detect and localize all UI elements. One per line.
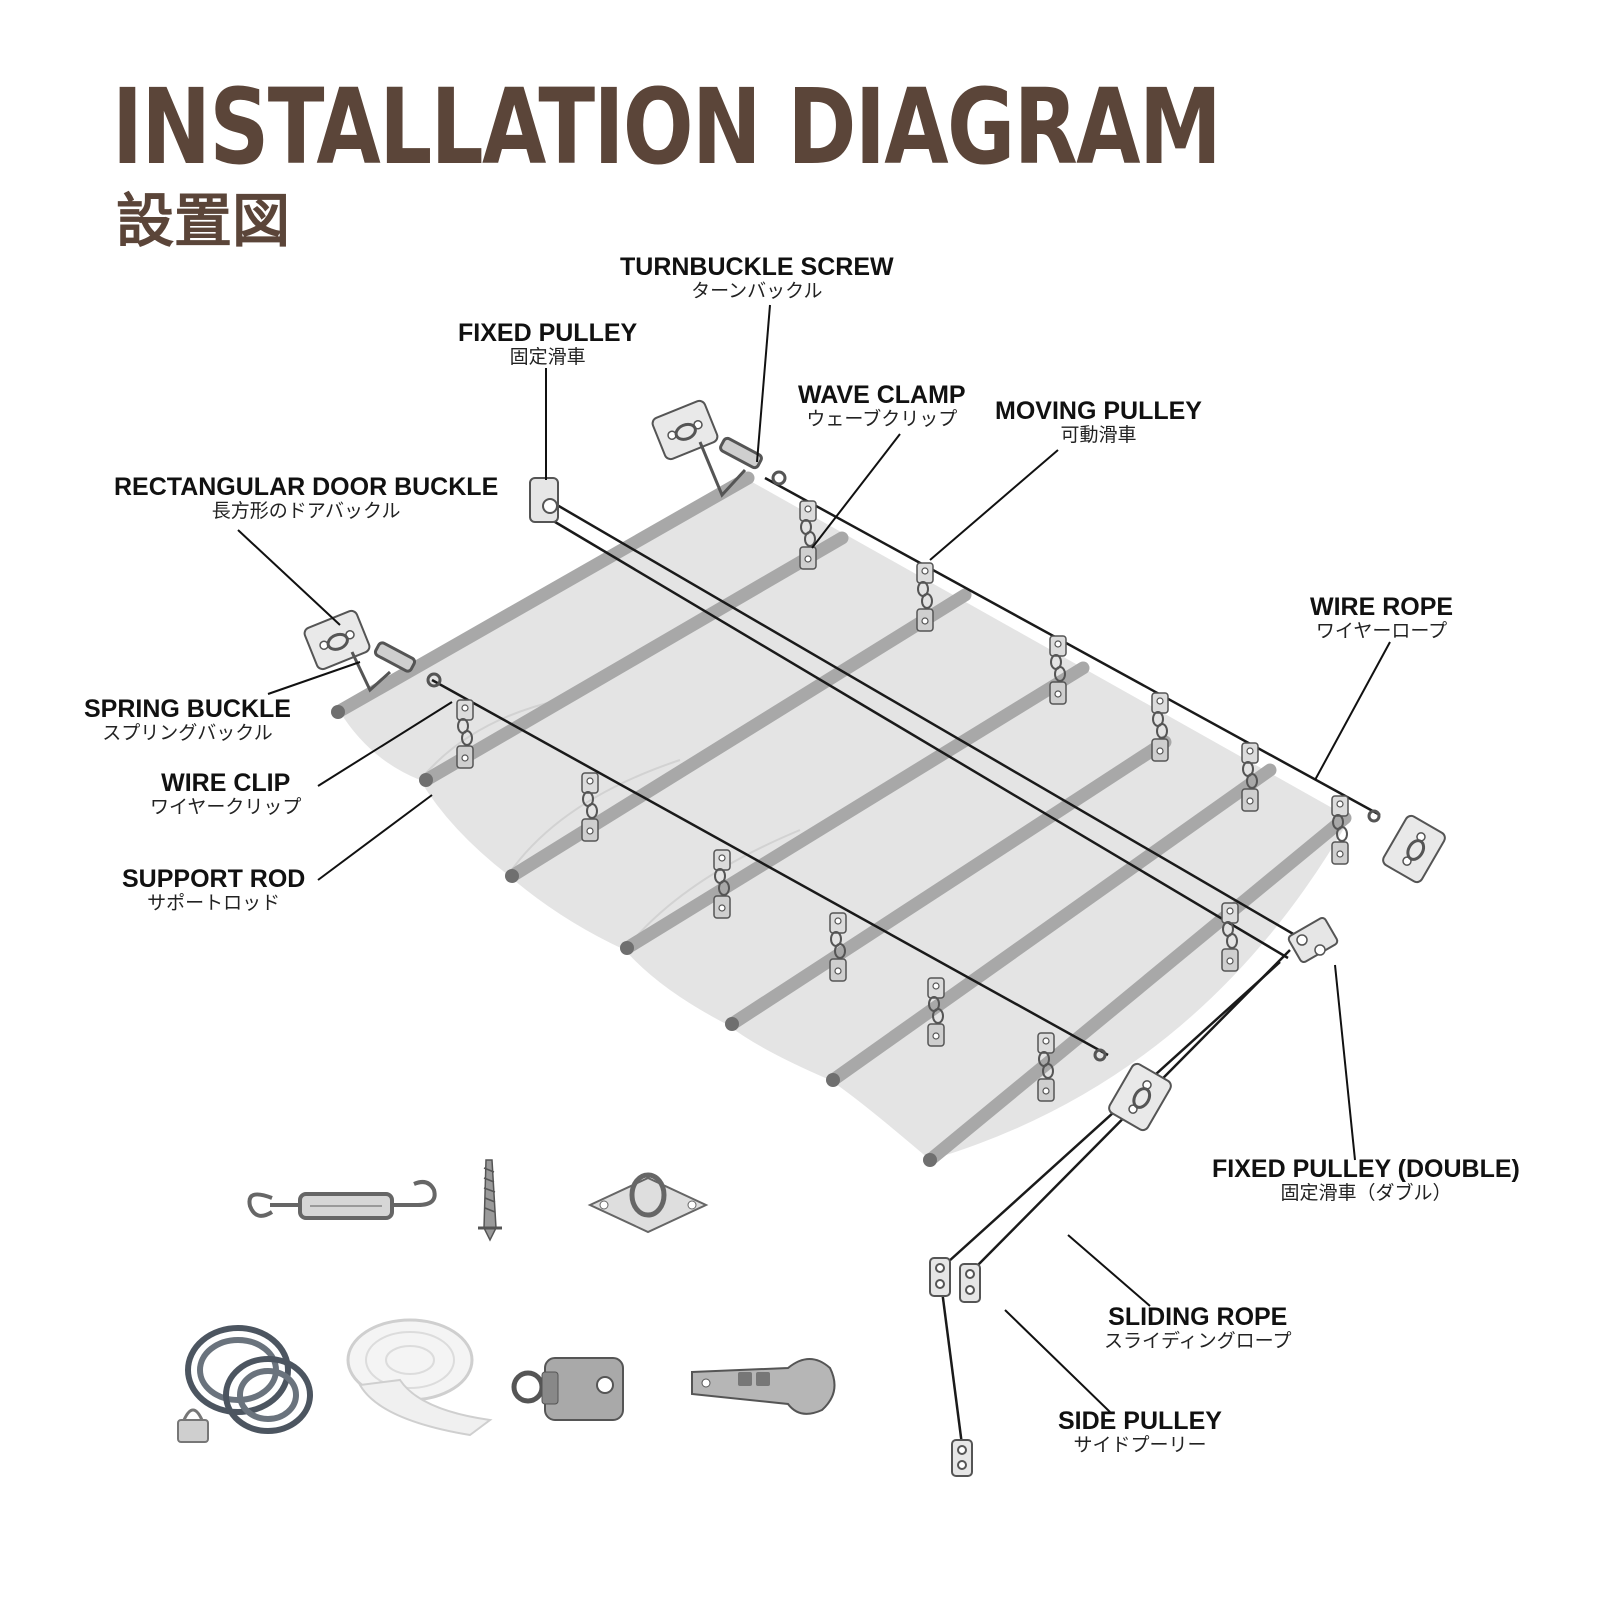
support-rod-ends (331, 705, 937, 1167)
label-support-rod: SUPPORT ROD サポートロッド (122, 865, 306, 914)
label-turnbuckle-screw: TURNBUCKLE SCREW ターンバックル (620, 253, 894, 302)
label-wire-rope: WIRE ROPE ワイヤーロープ (1310, 593, 1454, 642)
label-fixed-pulley-double: FIXED PULLEY (DOUBLE) 固定滑車（ダブル） (1212, 1155, 1520, 1204)
pad-eye-plate-icon (587, 1172, 709, 1234)
label-sliding-rope: SLIDING ROPE スライディングロープ (1104, 1303, 1292, 1352)
page-subtitle: 設置図 (116, 187, 291, 255)
label-wave-clamp: WAVE CLAMP ウェーブクリップ (798, 381, 966, 430)
label-rectangular-door-buckle: RECTANGULAR DOOR BUCKLE 長方形のドアバックル (114, 473, 499, 522)
swivel-pulley-icon (511, 1357, 624, 1421)
label-moving-pulley: MOVING PULLEY 可動滑車 (995, 397, 1202, 446)
wire-ropes (431, 476, 1381, 1446)
sliding-rope-roll-icon (346, 1318, 493, 1437)
leader-lines (237, 304, 1391, 1413)
side-pulleys (929, 1257, 981, 1477)
label-wire-clip: WIRE CLIP ワイヤークリップ (150, 769, 302, 818)
turnbuckle-icon (247, 1180, 437, 1220)
label-spring-buckle: SPRING BUCKLE スプリングバックル (84, 695, 291, 744)
screw-icon (478, 1159, 502, 1242)
label-side-pulley: SIDE PULLEY サイドプーリー (1058, 1407, 1222, 1456)
spring-buckles (350, 436, 1381, 1062)
label-fixed-pulley: FIXED PULLEY 固定滑車 (458, 319, 638, 368)
wire-rope-coil-icon (177, 1325, 313, 1443)
pipe-clamp-icon (691, 1358, 836, 1415)
page-title: INSTALLATION DIAGRAM (112, 66, 1222, 188)
fixed-pulleys (529, 477, 1339, 964)
support-rods (331, 471, 1352, 1167)
